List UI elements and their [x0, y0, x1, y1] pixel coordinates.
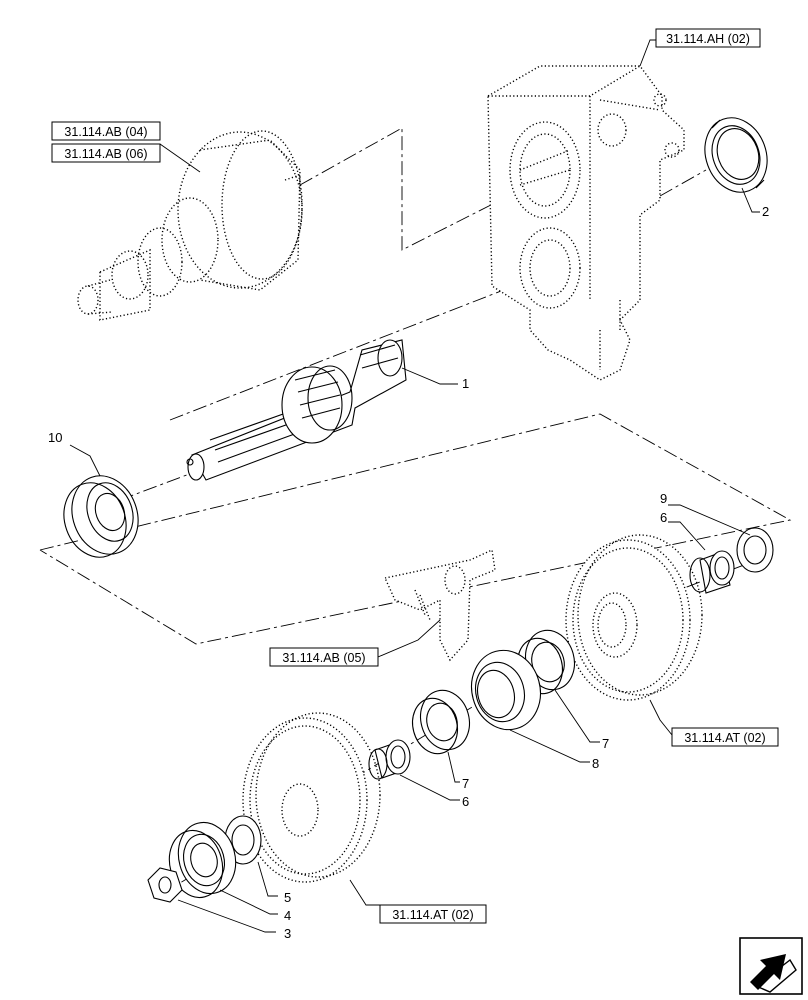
- reference-at02-right[interactable]: 31.114.AT (02): [671, 727, 779, 747]
- callout-10: 10: [48, 430, 62, 445]
- reference-ab04[interactable]: 31.114.AB (04): [51, 121, 161, 141]
- callout-1: 1: [462, 376, 469, 391]
- center-lines: [39, 127, 792, 896]
- callout-5: 5: [284, 890, 291, 905]
- callout-6-right: 6: [660, 510, 667, 525]
- large-gear-right: [565, 534, 703, 701]
- bushing-6-left: [368, 739, 411, 780]
- synchro-8: [471, 649, 541, 731]
- reference-ab06-label: 31.114.AB (06): [64, 147, 147, 161]
- callout-2: 2: [762, 204, 769, 219]
- bushing-6-right: [689, 550, 735, 594]
- reference-ab05-label: 31.114.AB (05): [282, 651, 365, 665]
- reference-ah02[interactable]: 31.114.AH (02): [655, 28, 761, 48]
- reference-at02-right-label: 31.114.AT (02): [684, 731, 765, 745]
- shift-fork: [384, 548, 496, 662]
- bearing-10: [63, 475, 139, 558]
- leader-lines: [69, 39, 760, 933]
- callout-8: 8: [592, 756, 599, 771]
- clutch-assembly: [77, 130, 303, 321]
- spacer-9: [736, 527, 774, 573]
- callout-4: 4: [284, 908, 291, 923]
- gear-7-right: [516, 629, 575, 695]
- callout-6-left: 6: [462, 794, 469, 809]
- reference-at02-bottom[interactable]: 31.114.AT (02): [379, 904, 487, 924]
- callout-3: 3: [284, 926, 291, 941]
- callout-9: 9: [660, 491, 667, 506]
- arrow-navigation-icon[interactable]: [739, 937, 803, 995]
- reference-ab06[interactable]: 31.114.AB (06): [51, 143, 161, 163]
- reference-ah02-label: 31.114.AH (02): [666, 32, 750, 46]
- reference-ab05[interactable]: 31.114.AB (05): [269, 647, 379, 667]
- callout-7-right: 7: [602, 736, 609, 751]
- callout-7-left: 7: [462, 776, 469, 791]
- seal-ring: [704, 117, 768, 193]
- housing: [487, 65, 685, 381]
- reference-at02-bottom-label: 31.114.AT (02): [392, 908, 473, 922]
- large-gear-bottom: [242, 712, 381, 883]
- bearing-4: [168, 821, 237, 899]
- gear-7-left: [411, 689, 470, 755]
- nut-3: [147, 867, 183, 903]
- reference-ab04-label: 31.114.AB (04): [64, 125, 147, 139]
- callout-numbers: 1 2 3 4 5 6 6 7 7 8 9 10: [48, 204, 769, 941]
- main-shaft: [186, 339, 407, 481]
